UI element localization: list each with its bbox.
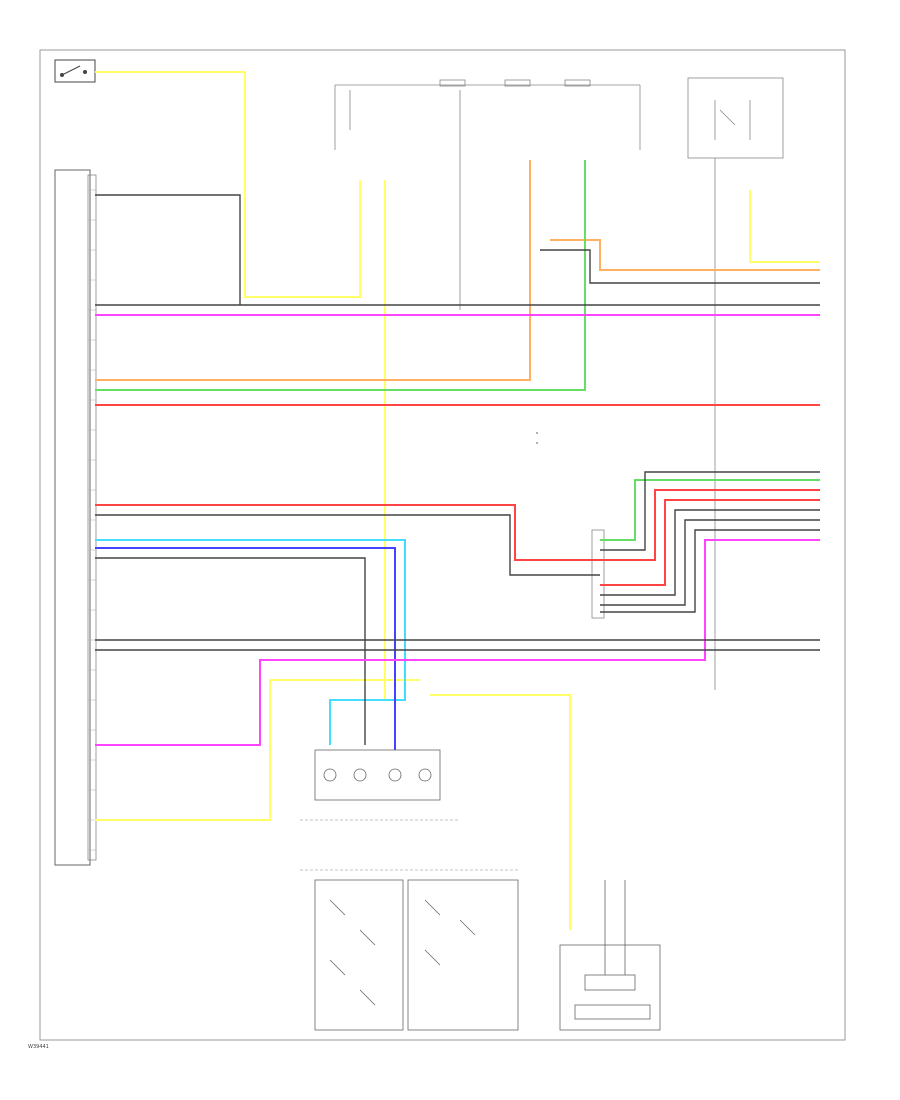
wire-yellow-right — [749, 190, 820, 263]
wire-yellow-bottom2 — [430, 694, 571, 930]
wire-gray-b — [95, 514, 600, 576]
ignition-switch-symbol — [54, 59, 96, 83]
switch-box-right — [407, 879, 519, 1031]
wire-r-gray2 — [600, 509, 820, 596]
bottom-dashed-lines — [300, 819, 520, 871]
wire-r-gray3 — [600, 519, 820, 606]
wire-gray-c — [95, 557, 366, 745]
wire-red-b — [95, 504, 600, 561]
footer-code: W39441 — [28, 1044, 49, 1050]
fuse-block-top — [334, 79, 641, 310]
wires-layer — [95, 71, 820, 930]
wire-blue-main — [95, 547, 396, 750]
wire-yellow-top — [95, 71, 361, 298]
relay-box-top-right — [687, 77, 784, 690]
control-switch-assembly — [314, 749, 441, 801]
wire-r-red2 — [600, 499, 820, 586]
diagram-frame — [39, 49, 846, 1041]
wire-green-mid — [95, 160, 586, 391]
wire-cyan-main — [95, 539, 406, 745]
wire-orange-top — [550, 239, 820, 271]
legend-markers — [536, 432, 538, 444]
wire-gray-upper — [95, 194, 241, 305]
wire-r-gray1 — [600, 471, 820, 551]
wire-r-red1 — [600, 489, 820, 561]
wire-orange-mid — [95, 160, 531, 381]
pin-ticks — [88, 189, 96, 851]
bottom-right-module — [559, 880, 661, 1031]
control-module-block — [54, 169, 91, 866]
wire-r-green — [600, 479, 820, 541]
right-connector — [591, 529, 605, 619]
wire-pink-bottom — [95, 539, 820, 746]
wire-yellow-bottom — [95, 679, 420, 821]
switch-box-left — [314, 879, 404, 1031]
control-module-pin-column — [87, 174, 97, 861]
wire-r-gray4 — [600, 529, 820, 613]
wire-gray-a — [540, 249, 820, 284]
